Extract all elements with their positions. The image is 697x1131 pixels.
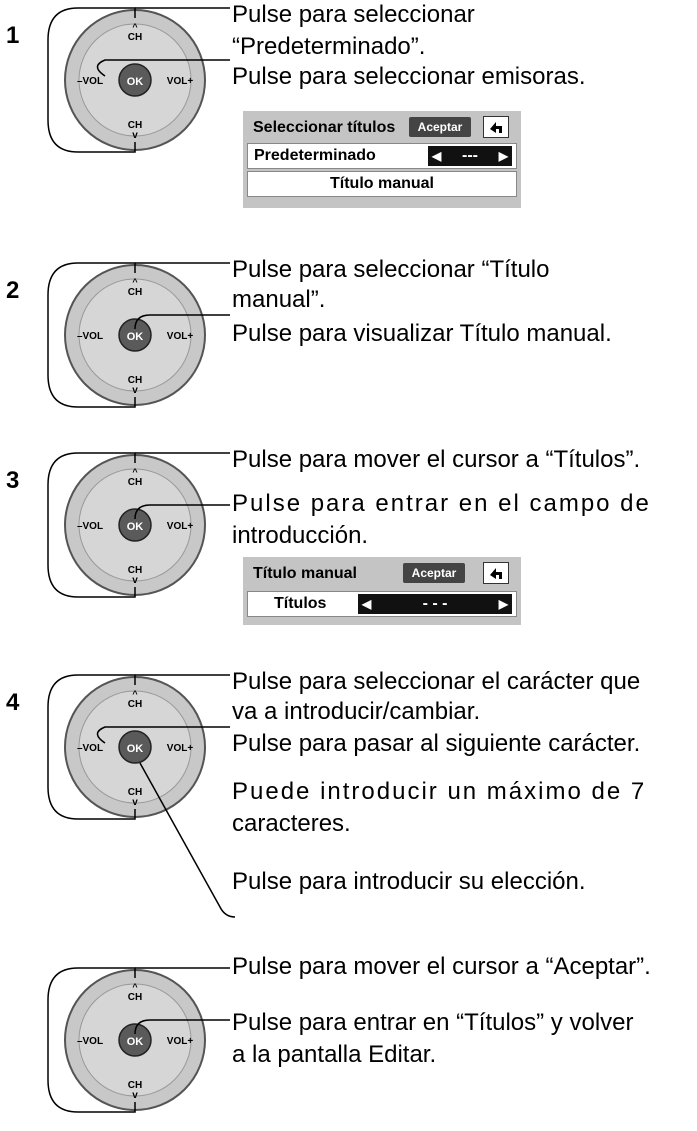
instruction-line: va a introducir/cambiar. — [232, 698, 481, 725]
osd-row-titulos: Títulos ◀ - - - ▶ — [247, 591, 517, 617]
step-number: 4 — [6, 689, 20, 716]
instruction-line: manual”. — [232, 286, 326, 313]
instruction-line: Pulse para visualizar Título manual. — [232, 320, 612, 347]
step-number: 1 — [6, 22, 20, 49]
instruction-line: Pulse para mover el cursor a “Títulos”. — [232, 446, 641, 473]
instruction-line: Pulse para introducir su elección. — [232, 868, 586, 895]
accept-button: Aceptar — [409, 117, 471, 137]
osd-title: Seleccionar títulos — [253, 119, 396, 136]
arrow-left-icon: ◀ — [432, 149, 442, 163]
selector-value: --- — [462, 147, 478, 164]
value-selector: ◀ - - - ▶ — [358, 594, 512, 614]
step-5: Pulse para mover el cursor a “Aceptar”. … — [0, 952, 697, 1127]
osd-row-predeterminado: Predeterminado ◀ --- ▶ — [247, 143, 517, 169]
remote-control-diagram — [47, 967, 230, 1113]
instruction-line: caracteres. — [232, 810, 351, 837]
remote-control-diagram — [47, 262, 230, 408]
back-icon — [483, 116, 509, 138]
arrow-left-icon: ◀ — [362, 597, 372, 611]
instruction-line: Pulse para seleccionar emisoras. — [232, 63, 586, 90]
instruction-line: Pulse para pasar al siguiente carácter. — [232, 730, 641, 757]
step-2: 2 Pulse para seleccionar “Título manual”… — [0, 255, 697, 415]
instruction-line: introducción. — [232, 522, 369, 549]
instruction-line: Pulse para seleccionar “Título — [232, 256, 550, 283]
instruction-line: Pulse para entrar en “Títulos” y volver — [232, 1009, 634, 1036]
step-number: 2 — [6, 277, 20, 304]
osd-menu-seleccionar: Seleccionar títulos Aceptar Predetermina… — [243, 111, 521, 208]
selector-value: - - - — [422, 595, 448, 612]
remote-control-diagram — [47, 452, 230, 598]
row-label: Títulos — [274, 595, 327, 612]
instruction-line: a la pantalla Editar. — [232, 1041, 437, 1068]
instruction-line: Pulse para entrar en el campo de — [232, 490, 651, 517]
instruction-line: Pulse para mover el cursor a “Aceptar”. — [232, 953, 651, 980]
instruction-line: “Predeterminado”. — [232, 33, 426, 60]
arrow-right-icon: ▶ — [498, 149, 508, 163]
step-1: 1 Pulse para seleccionar “Predeterminado… — [0, 0, 697, 220]
instruction-line: Pulse para seleccionar el carácter que — [232, 668, 641, 695]
row-label: Título manual — [330, 175, 434, 192]
step-number: 3 — [6, 467, 20, 494]
remote-control-diagram — [47, 7, 230, 153]
value-selector: ◀ --- ▶ — [428, 146, 512, 166]
row-label: Predeterminado — [254, 147, 376, 164]
arrow-right-icon: ▶ — [498, 597, 508, 611]
osd-menu-titulo-manual: Título manual Aceptar Títulos ◀ - - - ▶ — [243, 557, 521, 625]
osd-title: Título manual — [253, 565, 357, 582]
remote-control-diagram — [47, 674, 236, 918]
instruction-line: Puede introducir un máximo de 7 — [232, 778, 647, 805]
osd-row-titulo-manual: Título manual — [247, 171, 517, 197]
step-3: 3 Pulse para mover el cursor a “Títulos”… — [0, 445, 697, 645]
step-4: 4 Pulse para seleccionar el carácter que… — [0, 667, 697, 937]
instruction-line: Pulse para seleccionar — [232, 1, 475, 28]
accept-button: Aceptar — [403, 563, 465, 583]
back-icon — [483, 562, 509, 584]
